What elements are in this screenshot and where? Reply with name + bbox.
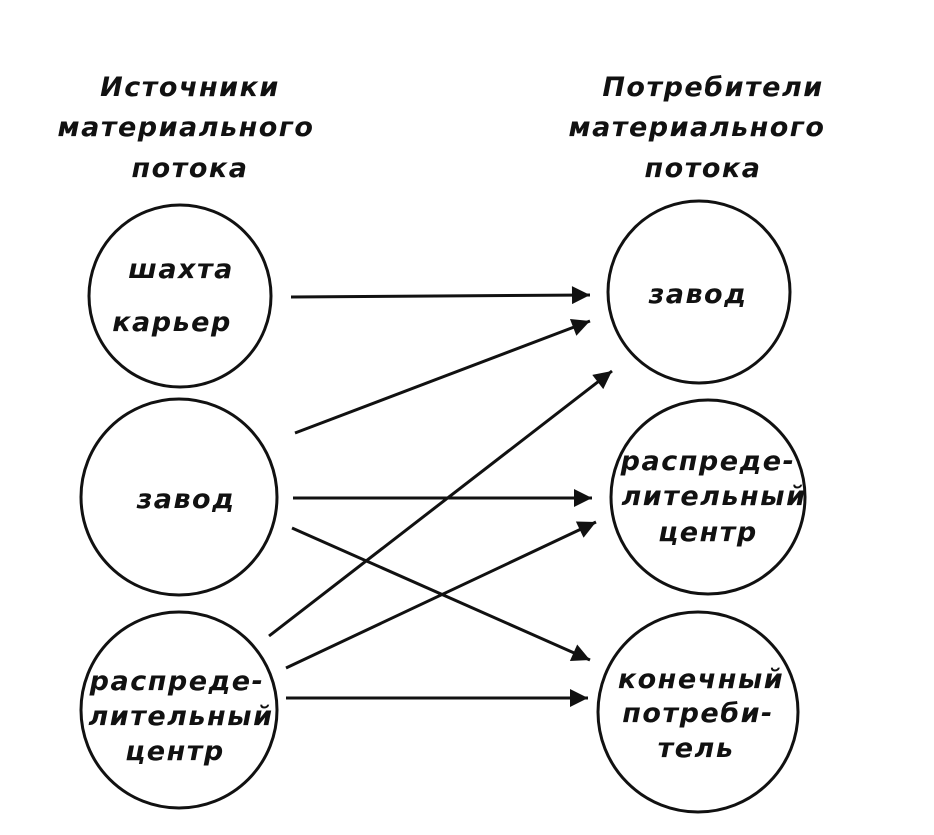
node-circle	[609, 398, 807, 596]
node-label: распреде-	[89, 666, 265, 697]
sources-header-line: потока	[132, 153, 249, 184]
node-label: завод	[136, 484, 236, 515]
flow-arrow-distribution-to-plant	[268, 369, 613, 638]
source-node-distribution: распреде- лительный центр	[79, 610, 279, 810]
node-label: конечный	[618, 664, 784, 695]
node-label: шахта	[128, 254, 234, 285]
node-label: потреби-	[622, 698, 773, 729]
node-circle	[79, 610, 279, 810]
node-label: распреде-	[620, 446, 796, 477]
consumer-node-plant: завод	[606, 199, 792, 385]
source-node-mine: шахта карьер	[87, 203, 273, 389]
sources-header-line: Источники	[100, 72, 280, 103]
node-circle	[87, 203, 273, 389]
node-label: центр	[658, 517, 757, 548]
sources-header: Источники материального потока	[58, 72, 315, 184]
node-label: карьер	[112, 307, 232, 338]
flow-arrow-mine-to-plant	[290, 286, 591, 305]
consumer-node-distribution: распреде- лительный центр	[609, 398, 807, 596]
node-label: лительный	[622, 481, 807, 512]
source-node-plant: завод	[79, 397, 279, 597]
node-label: лительный	[89, 701, 274, 732]
consumer-node-end-consumer: конечный потреби- тель	[596, 610, 800, 814]
node-label: завод	[648, 279, 748, 310]
sources-header-line: материального	[58, 112, 315, 143]
node-label: тель	[658, 733, 735, 764]
node-circle	[606, 199, 792, 385]
consumers-header-line: Потребители	[602, 72, 823, 103]
flow-arrow-distribution-to-distribution	[285, 520, 597, 670]
consumers-header: Потребители материального потока	[569, 72, 826, 184]
flow-arrows	[268, 286, 613, 707]
node-circle	[79, 397, 279, 597]
consumers-header-line: потока	[645, 153, 762, 184]
node-label: центр	[125, 736, 224, 767]
flow-arrow-plant-to-plant	[294, 318, 591, 435]
consumers-header-line: материального	[569, 112, 826, 143]
node-circle	[596, 610, 800, 814]
